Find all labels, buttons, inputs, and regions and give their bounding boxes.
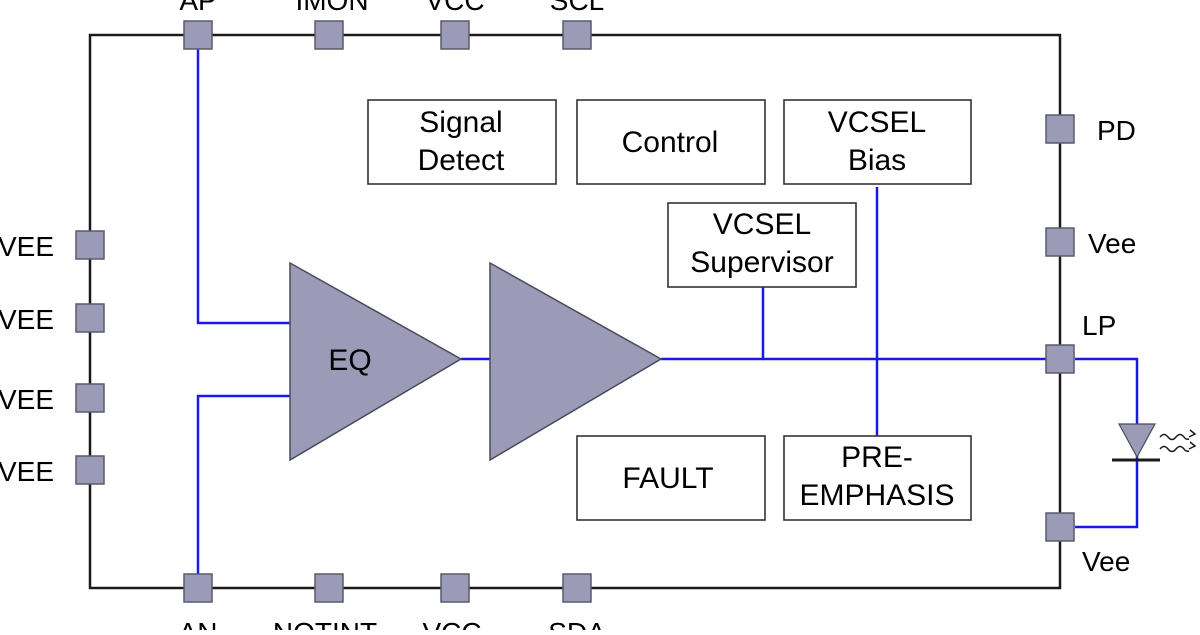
pin-label-scl: SCL	[550, 0, 604, 16]
pad-ap	[183, 20, 213, 50]
pad-vee-right-2	[1045, 512, 1075, 542]
block-signal-detect-line1: Signal	[419, 106, 502, 139]
pin-label-vee-left-3: VEE	[0, 384, 54, 415]
bottom-pin-labels: AN NOTINT VCC SDA	[179, 617, 607, 635]
pin-label-vee-left-4: VEE	[0, 456, 54, 487]
vcsel-laser-diode-icon	[1112, 423, 1160, 462]
an-wire	[196, 394, 290, 575]
block-vcsel-supervisor: VCSEL Supervisor	[667, 202, 857, 288]
pin-label-vcc-bottom: VCC	[422, 617, 481, 630]
eq-amplifier-label: EQ	[328, 344, 371, 377]
signal-wires	[196, 48, 1139, 575]
pin-label-pd: PD	[1097, 115, 1136, 146]
pin-label-vcc-top: VCC	[425, 0, 484, 16]
pad-lp	[1045, 344, 1075, 374]
block-signal-detect-line2: Detect	[418, 144, 505, 177]
block-signal-detect: Signal Detect	[367, 99, 557, 185]
block-control: Control	[576, 99, 766, 185]
pin-label-vee-right-2: Vee	[1082, 546, 1130, 577]
laser-driver-amplifier	[489, 261, 663, 462]
right-pin-labels: PD Vee LP Vee	[1082, 115, 1136, 577]
laser-driver-triangle	[489, 261, 663, 462]
pad-vee-right-1	[1045, 227, 1075, 257]
pin-label-imon: IMON	[295, 0, 368, 16]
left-pin-labels: VEE VEE VEE VEE	[0, 231, 54, 487]
block-vcsel-supervisor-line1: VCSEL	[713, 208, 811, 241]
pad-notint	[314, 573, 344, 603]
pin-pads	[75, 20, 1075, 603]
pin-label-vee-left-2: VEE	[0, 304, 54, 335]
pad-sda	[562, 573, 592, 603]
pin-label-an: AN	[179, 617, 218, 630]
pad-vcc-top	[440, 20, 470, 50]
block-pre-emphasis: PRE- EMPHASIS	[783, 435, 972, 521]
block-pre-emphasis-line1: PRE-	[841, 441, 913, 474]
emission-arrow-2	[1188, 441, 1197, 450]
laser-diode-triangle	[1117, 423, 1157, 459]
block-fault: FAULT	[576, 435, 766, 521]
emission-wave-2	[1159, 445, 1190, 453]
pad-pd	[1045, 114, 1075, 144]
pad-vee-left-3	[75, 383, 105, 413]
emission-arrow-1	[1188, 429, 1197, 438]
block-vcsel-bias-line2: Bias	[848, 144, 906, 177]
eq-amplifier: EQ	[289, 261, 463, 462]
block-vcsel-bias: VCSEL Bias	[783, 99, 972, 185]
lp-to-laser-wire	[1075, 357, 1139, 529]
pad-imon	[314, 20, 344, 50]
light-emission-icon	[1159, 429, 1197, 453]
pin-label-sda: SDA	[548, 617, 606, 630]
pad-vee-left-4	[75, 455, 105, 485]
block-vcsel-supervisor-line2: Supervisor	[690, 246, 833, 279]
pin-label-notint: NOTINT	[273, 617, 377, 630]
ap-wire	[196, 48, 290, 325]
pad-an	[183, 573, 213, 603]
pad-vcc-bottom	[440, 573, 470, 603]
block-vcsel-bias-line1: VCSEL	[828, 106, 926, 139]
pad-scl	[562, 20, 592, 50]
pin-label-vee-left-1: VEE	[0, 231, 54, 262]
top-pin-labels: AP IMON VCC SCL	[179, 0, 604, 16]
block-pre-emphasis-line2: EMPHASIS	[799, 479, 954, 512]
pin-label-ap: AP	[179, 0, 216, 16]
emission-wave-1	[1159, 433, 1190, 441]
block-fault-label: FAULT	[622, 462, 713, 495]
pin-label-lp: LP	[1082, 310, 1116, 341]
eq-amplifier-triangle	[289, 261, 463, 462]
pad-vee-left-1	[75, 230, 105, 260]
pin-label-vee-right-1: Vee	[1088, 228, 1136, 259]
pad-vee-left-2	[75, 303, 105, 333]
block-control-label: Control	[622, 126, 719, 159]
